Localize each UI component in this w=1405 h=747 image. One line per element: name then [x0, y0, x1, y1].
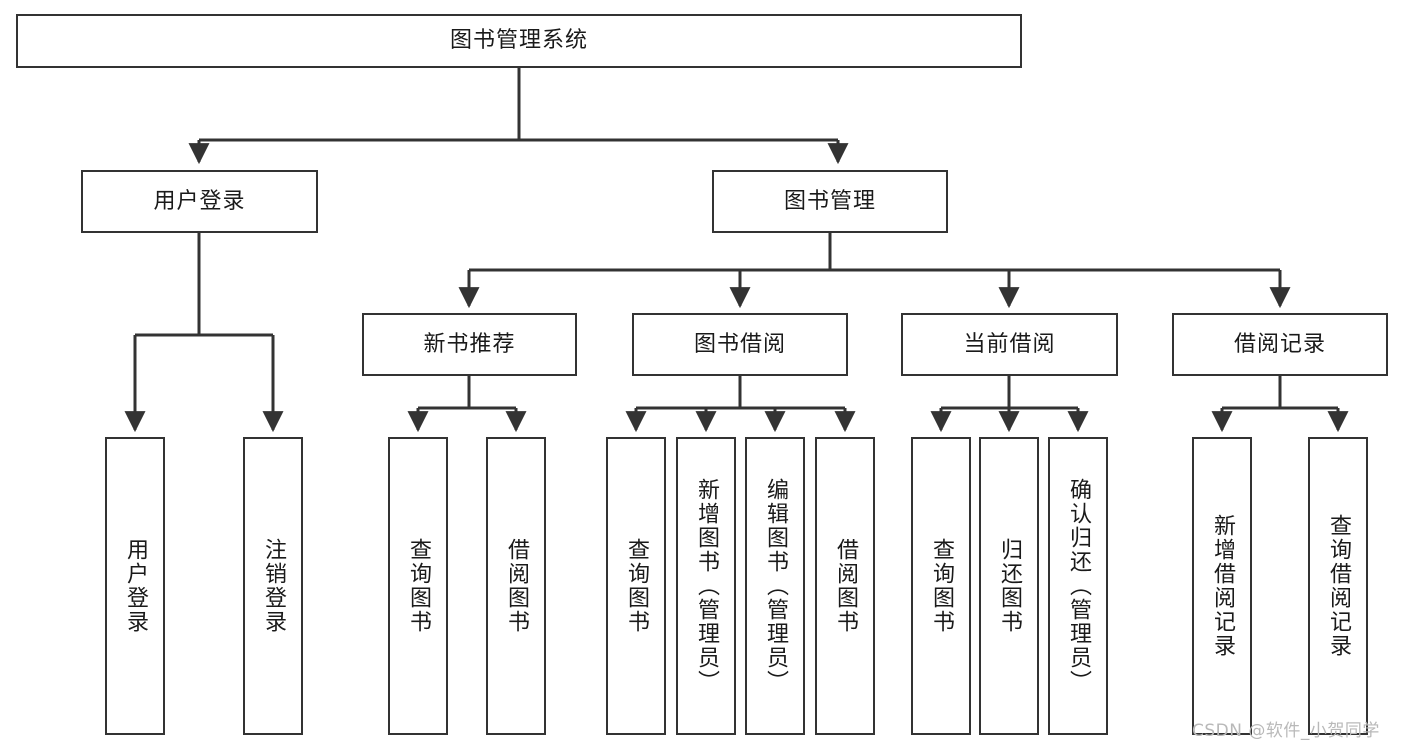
node-label: 注销登录 [261, 538, 286, 634]
node-label: 新书推荐 [423, 331, 516, 357]
csdn-watermark: CSDN @软件_小贺同学 [1192, 721, 1380, 741]
leaf-new-book-borrow[interactable]: 借阅图书 [486, 437, 546, 735]
leaf-new-book-query[interactable]: 查询图书 [388, 437, 448, 735]
node-label: 借阅记录 [1233, 331, 1326, 357]
leaf-current-confirm-return[interactable]: 确认归还（管理员） [1048, 437, 1108, 735]
leaf-user-login-login[interactable]: 用户登录 [105, 437, 165, 735]
leaf-borrow-query-book[interactable]: 查询图书 [606, 437, 666, 735]
node-label: 当前借阅 [963, 331, 1056, 357]
node-label: 查询图书 [624, 538, 649, 634]
leaf-record-add[interactable]: 新增借阅记录 [1192, 437, 1252, 735]
node-current-borrow[interactable]: 当前借阅 [901, 313, 1118, 376]
node-label: 新增图书（管理员） [694, 478, 719, 694]
node-label: 图书管理系统 [449, 28, 588, 53]
node-label: 查询图书 [406, 538, 431, 634]
leaf-current-return-book[interactable]: 归还图书 [979, 437, 1039, 735]
leaf-user-login-logout[interactable]: 注销登录 [243, 437, 303, 735]
node-label: 确认归还（管理员） [1066, 478, 1091, 694]
node-label: 借阅图书 [833, 538, 858, 634]
node-user-login[interactable]: 用户登录 [81, 170, 318, 233]
node-label: 图书管理 [783, 188, 876, 214]
leaf-borrow-add-book[interactable]: 新增图书（管理员） [676, 437, 736, 735]
node-label: 借阅图书 [504, 538, 529, 634]
leaf-borrow-edit-book[interactable]: 编辑图书（管理员） [745, 437, 805, 735]
leaf-current-query-book[interactable]: 查询图书 [911, 437, 971, 735]
node-label: 归还图书 [997, 538, 1022, 634]
node-label: 查询图书 [929, 538, 954, 634]
node-label: 查询借阅记录 [1326, 514, 1351, 658]
leaf-record-query[interactable]: 查询借阅记录 [1308, 437, 1368, 735]
node-label: 用户登录 [153, 188, 246, 214]
node-new-book-recommend[interactable]: 新书推荐 [362, 313, 577, 376]
node-borrow-record[interactable]: 借阅记录 [1172, 313, 1388, 376]
node-label: 编辑图书（管理员） [763, 478, 788, 694]
node-root-system[interactable]: 图书管理系统 [16, 14, 1022, 68]
leaf-borrow-borrow-book[interactable]: 借阅图书 [815, 437, 875, 735]
node-label: 新增借阅记录 [1210, 514, 1235, 658]
node-book-borrow[interactable]: 图书借阅 [632, 313, 848, 376]
node-label: 图书借阅 [693, 331, 786, 357]
node-label: 用户登录 [123, 538, 148, 634]
node-book-management[interactable]: 图书管理 [712, 170, 948, 233]
